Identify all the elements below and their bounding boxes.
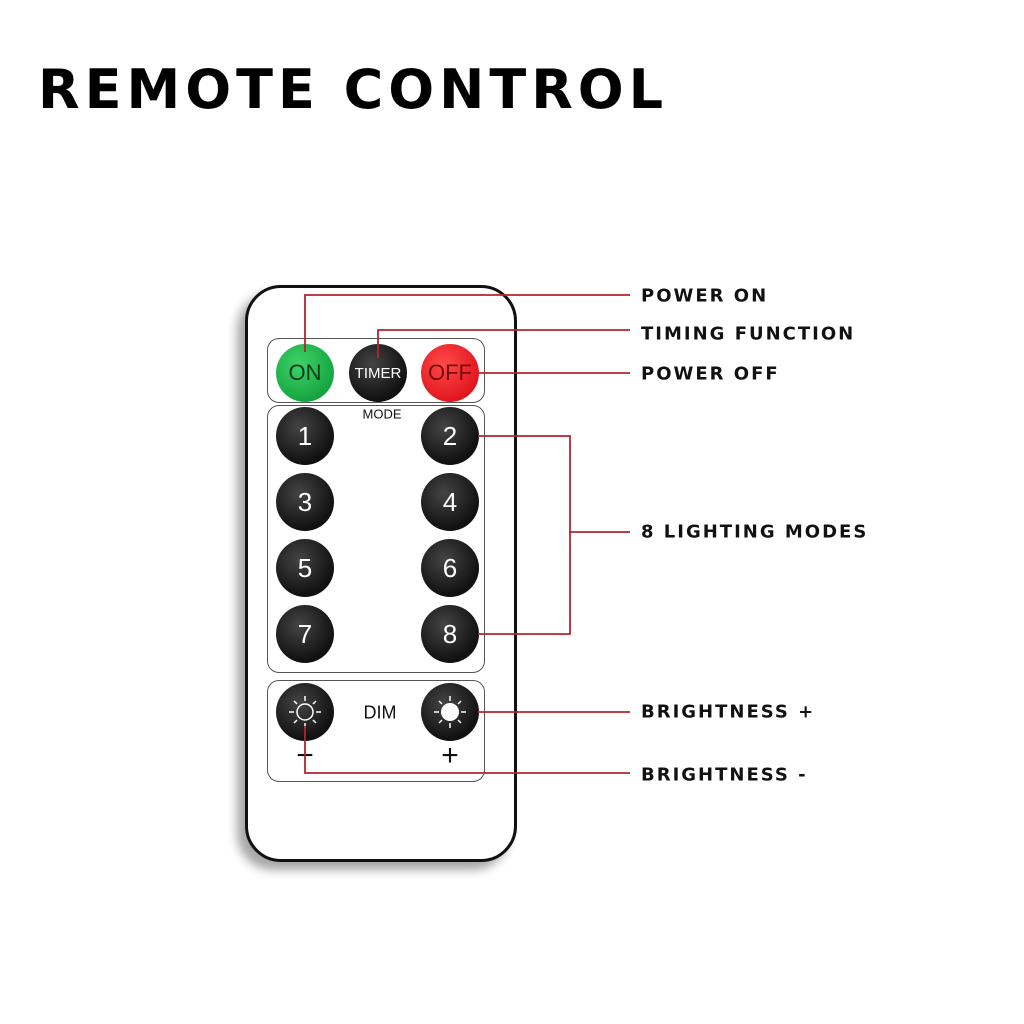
callout-power-off: POWER OFF bbox=[641, 363, 780, 385]
sun-outline-icon bbox=[289, 696, 321, 728]
mode-3-button[interactable]: 3 bbox=[276, 473, 334, 531]
callout-timing: TIMING FUNCTION bbox=[641, 323, 856, 345]
mode-4-button[interactable]: 4 bbox=[421, 473, 479, 531]
dim-label: DIM bbox=[363, 702, 397, 723]
mode-2-button[interactable]: 2 bbox=[421, 407, 479, 465]
power-off-button[interactable]: OFF bbox=[421, 344, 479, 402]
timer-line bbox=[377, 329, 630, 358]
callout-modes: 8 LIGHTING MODES bbox=[641, 521, 869, 543]
brightness-up-button[interactable] bbox=[421, 683, 479, 741]
mode-panel bbox=[267, 405, 485, 673]
mode-8-button[interactable]: 8 bbox=[421, 605, 479, 663]
sun-filled-icon bbox=[434, 696, 466, 728]
callout-power-on: POWER ON bbox=[641, 285, 769, 307]
power-panel bbox=[267, 338, 485, 403]
modes-bracket-line bbox=[478, 435, 571, 635]
callout-brightness-minus: BRIGHTNESS - bbox=[641, 764, 808, 786]
mode-7-button[interactable]: 7 bbox=[276, 605, 334, 663]
dim-panel bbox=[267, 680, 485, 782]
mode-6-button[interactable]: 6 bbox=[421, 539, 479, 597]
mode-label: MODE bbox=[362, 406, 402, 422]
mode-5-button[interactable]: 5 bbox=[276, 539, 334, 597]
page-title: REMOTE CONTROL bbox=[38, 58, 669, 121]
mode-1-button[interactable]: 1 bbox=[276, 407, 334, 465]
brightness-minus-line bbox=[304, 726, 630, 774]
timer-button[interactable]: TIMER bbox=[349, 344, 407, 402]
plus-label: + bbox=[441, 739, 459, 772]
callout-brightness-plus: BRIGHTNESS + bbox=[641, 701, 816, 723]
power-on-line bbox=[304, 294, 630, 352]
power-on-button[interactable]: ON bbox=[276, 344, 334, 402]
